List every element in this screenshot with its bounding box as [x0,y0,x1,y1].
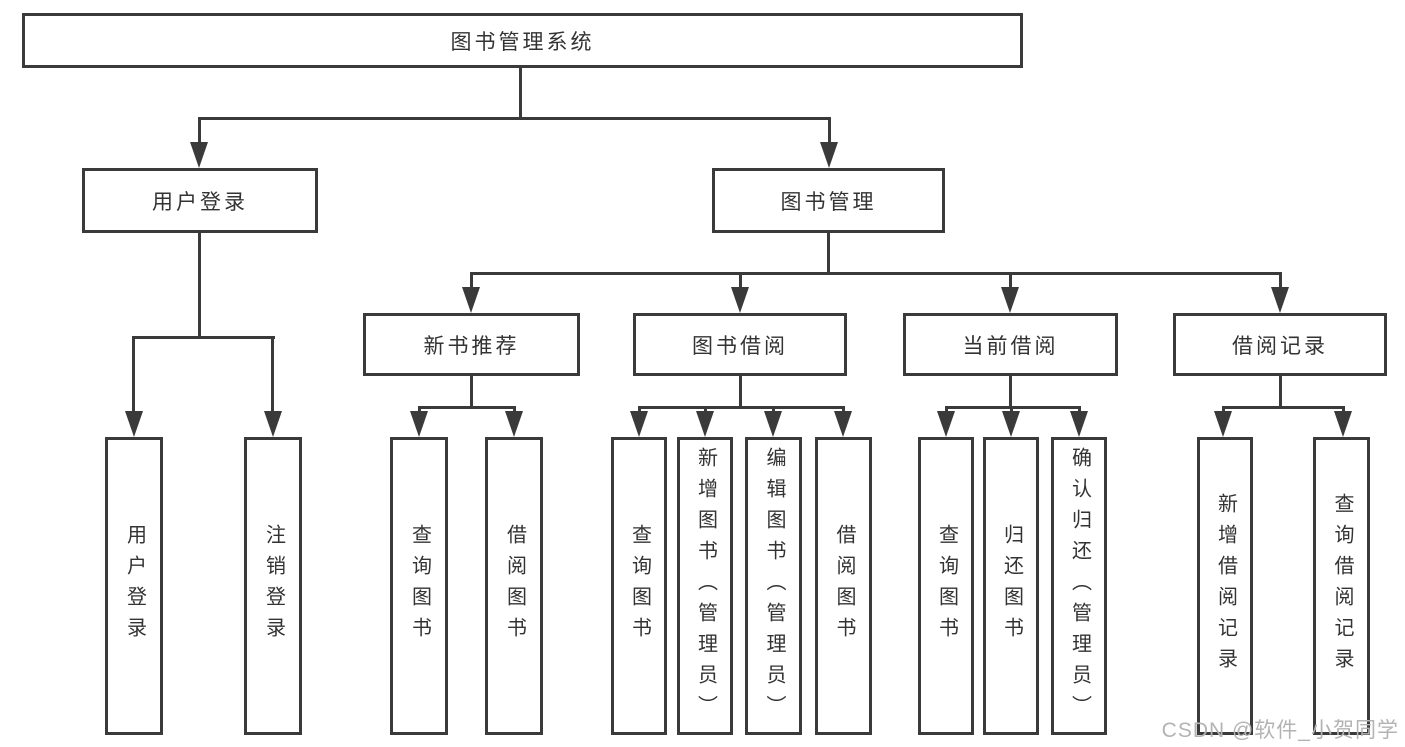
node-book-borrow-label: 图书借阅 [692,334,788,358]
arrow-down-icon [937,411,955,437]
leaf-label: 借阅图书 [833,524,855,648]
leaf-label: 用户登录 [123,524,146,648]
arrow-down-icon [1070,411,1088,437]
connector-user-login-branch [133,336,275,339]
node-root-label: 图书管理系统 [450,30,595,54]
node-leaf-logout: 注销登录 [244,437,302,735]
connector-borrow-records-trunk [1279,376,1282,409]
connector-book-borrow-trunk [739,376,742,409]
leaf-label: 查询借阅记录 [1331,493,1353,679]
connector-level1-branch [198,117,831,120]
connector-book-borrow-branch [638,406,844,409]
arrow-down-icon [820,142,838,168]
leaf-label: 查询图书 [628,524,651,648]
leaf-label: 查询图书 [408,524,431,648]
connector-user-login-trunk [198,233,201,339]
arrow-down-icon [410,411,428,437]
node-leaf-bb-edit-books: 编辑图书（管理员） [745,437,802,735]
connector-drop-borrow-records [1279,272,1282,294]
node-root: 图书管理系统 [22,13,1023,68]
node-leaf-br-query-record: 查询借阅记录 [1313,437,1370,735]
leaf-label: 新增图书（管理员） [694,446,717,726]
connector-current-borrow-trunk [1009,376,1012,409]
leaf-label: 新增借阅记录 [1214,493,1237,679]
connector-root-trunk [519,68,522,120]
node-leaf-bb-query-books: 查询图书 [611,437,667,735]
arrow-down-icon [1002,411,1020,437]
node-leaf-bb-add-books: 新增图书（管理员） [677,437,733,735]
arrow-down-icon [462,287,480,313]
node-leaf-cb-confirm-return: 确认归还（管理员） [1051,437,1107,735]
arrow-down-icon [1214,411,1232,437]
leaf-label: 归还图书 [1000,524,1023,648]
node-leaf-rec-borrow-books: 借阅图书 [485,437,543,735]
arrow-down-icon [834,411,852,437]
arrow-down-icon [125,411,143,437]
connector-borrow-records-branch [1222,406,1344,409]
node-new-book-rec-label: 新书推荐 [423,334,520,358]
arrow-down-icon [505,411,523,437]
node-leaf-cb-query-books: 查询图书 [918,437,974,735]
csdn-watermark: CSDN @软件_小贺同学 [1161,719,1399,742]
node-book-mgmt-label: 图书管理 [780,190,877,214]
connector-new-book-rec-trunk [470,376,473,409]
node-leaf-user-login: 用户登录 [105,437,163,735]
arrow-down-icon [190,142,208,168]
node-leaf-bb-borrow-books: 借阅图书 [815,437,872,735]
connector-book-mgmt-trunk [827,233,830,275]
connector-new-book-rec-branch [418,406,516,409]
leaf-label: 编辑图书（管理员） [763,446,785,726]
arrow-down-icon [264,411,282,437]
connector-drop-current-borrow [1009,272,1012,294]
arrow-down-icon [630,411,648,437]
node-leaf-rec-query-books: 查询图书 [390,437,448,735]
arrow-down-icon [764,411,782,437]
arrow-down-icon [731,287,749,313]
arrow-down-icon [1271,287,1289,313]
connector-level3-branch [470,272,1282,275]
node-book-mgmt: 图书管理 [712,168,945,233]
node-user-login-label: 用户登录 [152,190,248,214]
connector-drop-book-mgmt [828,117,831,147]
connector-drop-leaf [132,336,135,416]
leaf-label: 查询图书 [935,524,958,648]
node-borrow-records-label: 借阅记录 [1232,334,1328,358]
connector-drop-book-borrow [739,272,742,294]
node-borrow-records: 借阅记录 [1173,313,1387,376]
node-leaf-cb-return-books: 归还图书 [983,437,1039,735]
node-current-borrow-label: 当前借阅 [962,334,1059,358]
leaf-label: 注销登录 [262,524,285,648]
node-book-borrow: 图书借阅 [633,313,847,376]
connector-drop-new-book-rec [470,272,473,294]
connector-drop-leaf [271,336,274,416]
node-new-book-rec: 新书推荐 [363,313,580,376]
node-leaf-br-add-record: 新增借阅记录 [1197,437,1253,735]
node-user-login: 用户登录 [82,168,318,233]
arrow-down-icon [1001,287,1019,313]
connector-drop-user-login [198,117,201,147]
node-current-borrow: 当前借阅 [903,313,1118,376]
arrow-down-icon [696,411,714,437]
arrow-down-icon [1334,411,1352,437]
leaf-label: 确认归还（管理员） [1068,446,1091,726]
leaf-label: 借阅图书 [503,524,526,648]
